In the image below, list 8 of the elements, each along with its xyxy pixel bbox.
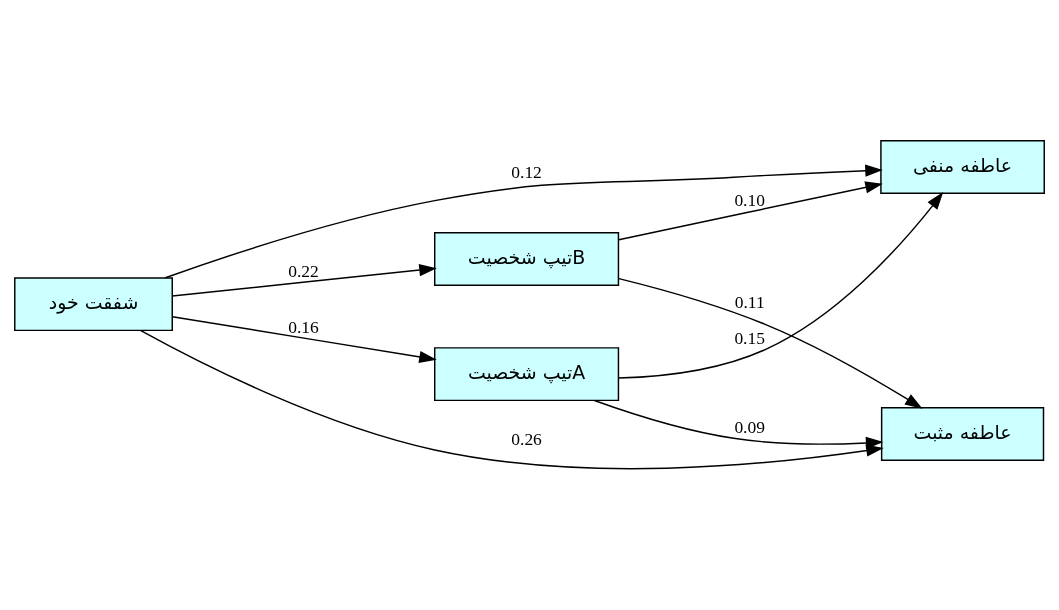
edge-label: 0.12 <box>511 162 542 183</box>
edge-label: 0.15 <box>734 328 765 349</box>
edge-label: 0.16 <box>288 316 319 337</box>
edge-label: 0.11 <box>734 291 765 312</box>
edge-label: 0.09 <box>734 417 765 438</box>
edge-label: 0.10 <box>734 189 765 210</box>
edge-label: 0.22 <box>288 261 319 282</box>
edge-label: 0.26 <box>511 429 542 450</box>
